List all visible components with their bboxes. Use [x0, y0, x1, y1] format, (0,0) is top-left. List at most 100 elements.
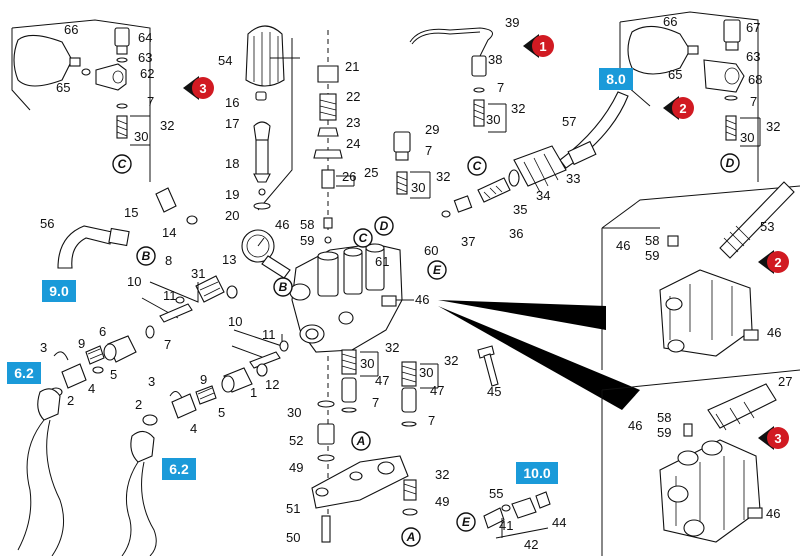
part-label: 27	[778, 374, 792, 389]
value-badge: 6.2	[7, 362, 41, 384]
part-label: 30	[486, 112, 500, 127]
part-label: 62	[140, 66, 154, 81]
part-label: 47	[375, 373, 389, 388]
part-label: 12	[265, 377, 279, 392]
letter-marker-text: E	[462, 515, 471, 529]
part-label: 64	[138, 30, 152, 45]
part-label: 67	[746, 20, 760, 35]
part-label: 17	[225, 116, 239, 131]
part-label: 5	[110, 367, 117, 382]
part-label: 58	[645, 233, 659, 248]
part-label: 7	[750, 94, 757, 109]
letter-marker: C	[112, 154, 132, 174]
part-label: 46	[767, 325, 781, 340]
pump-head	[289, 243, 414, 353]
letter-marker-text: A	[406, 530, 416, 544]
letter-marker-text: B	[142, 249, 151, 263]
value-badges: 8.0 9.0 6.2 6.2 10.0	[7, 68, 633, 484]
callout-arrow-number: 1	[539, 39, 546, 54]
part-label: 59	[300, 233, 314, 248]
part-label: 58	[657, 410, 671, 425]
value-badge-text: 10.0	[523, 465, 550, 481]
part-label: 19	[225, 187, 239, 202]
part-label: 3	[148, 374, 155, 389]
part-label: 32	[385, 340, 399, 355]
part-label: 21	[345, 59, 359, 74]
part-label: 6	[99, 324, 106, 339]
inset-top-left	[11, 19, 151, 182]
part-label: 53	[760, 219, 774, 234]
part-label: 10	[127, 274, 141, 289]
letter-marker-text: B	[279, 280, 288, 294]
letter-marker-text: A	[356, 434, 366, 448]
part-label: 38	[488, 52, 502, 67]
value-badge-text: 9.0	[49, 283, 69, 299]
part-label: 7	[497, 80, 504, 95]
part-label: 8	[165, 253, 172, 268]
value-badge: 10.0	[516, 462, 558, 484]
letter-marker: D	[720, 153, 740, 173]
part-label: 9	[78, 336, 85, 351]
part-label: 31	[191, 266, 205, 281]
inset-lower-right	[601, 369, 800, 556]
callout-arrow: 3	[183, 76, 214, 100]
part-label: 11	[262, 327, 276, 342]
part-label: 11	[163, 288, 177, 303]
part-label: 59	[657, 425, 671, 440]
letter-marker: A	[351, 431, 371, 451]
part-label: 51	[286, 501, 300, 516]
part-label: 61	[375, 254, 389, 269]
letter-marker: C	[467, 156, 487, 176]
part-label: 7	[372, 395, 379, 410]
part-label: 54	[218, 53, 232, 68]
value-badge-text: 6.2	[14, 365, 34, 381]
part-label: 55	[489, 486, 503, 501]
part-label: 42	[524, 537, 538, 552]
letter-marker: B	[136, 246, 156, 266]
part-label: 15	[124, 205, 138, 220]
part-label: 46	[616, 238, 630, 253]
part-label: 25	[364, 165, 378, 180]
letter-marker: C	[353, 228, 373, 248]
value-badge: 6.2	[162, 458, 196, 480]
letter-marker: D	[374, 216, 394, 236]
part-label: 23	[346, 115, 360, 130]
part-label: 35	[513, 202, 527, 217]
value-badge: 8.0	[599, 68, 633, 90]
value-badge: 9.0	[42, 280, 76, 302]
part-label: 30	[740, 130, 754, 145]
part-label: 68	[748, 72, 762, 87]
part-label: 46	[275, 217, 289, 232]
part-label: 30	[287, 405, 301, 420]
part-label: 30	[419, 365, 433, 380]
part-label: 33	[566, 171, 580, 186]
part-label: 50	[286, 530, 300, 545]
part-label: 7	[147, 94, 154, 109]
callout-arrow-number: 3	[199, 81, 206, 96]
part-label: 49	[289, 460, 303, 475]
letter-marker: B	[273, 277, 293, 297]
part-label: 18	[225, 156, 239, 171]
part-label: 47	[430, 383, 444, 398]
letter-marker-text: D	[726, 156, 735, 170]
value-badge-text: 8.0	[606, 71, 626, 87]
part-label: 34	[536, 188, 550, 203]
part-label: 32	[436, 169, 450, 184]
letter-marker-text: E	[433, 263, 442, 277]
part-label: 4	[190, 421, 197, 436]
part-label: 7	[428, 413, 435, 428]
part-label: 49	[435, 494, 449, 509]
part-label: 4	[88, 381, 95, 396]
part-label: 52	[289, 433, 303, 448]
part-label: 39	[505, 15, 519, 30]
callout-arrow-number: 2	[774, 255, 781, 270]
part-label: 46	[628, 418, 642, 433]
callout-arrow-number: 2	[679, 101, 686, 116]
part-label: 5	[218, 405, 225, 420]
part-label: 41	[499, 518, 513, 533]
part-label: 30	[411, 180, 425, 195]
part-label: 24	[346, 136, 360, 151]
